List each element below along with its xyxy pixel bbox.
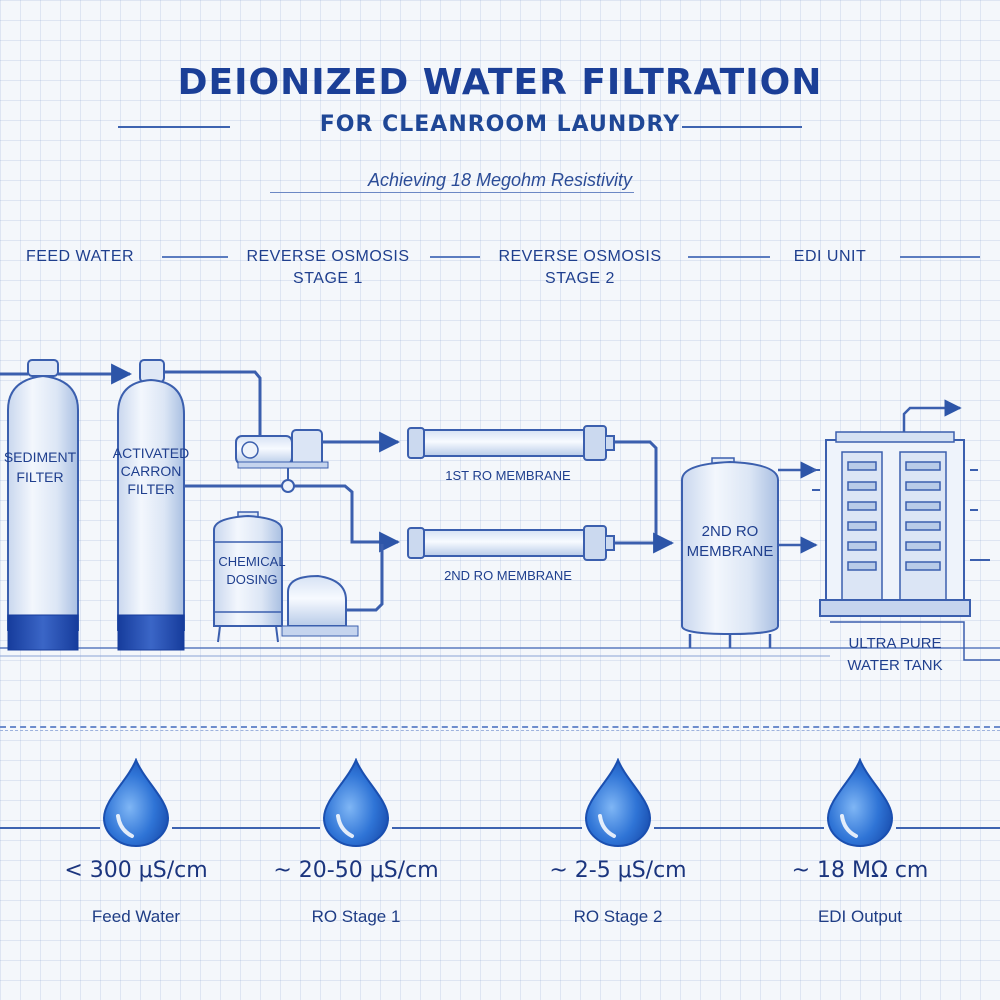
ro-membrane-1-label: 1ST RO MEMBRANE: [445, 468, 571, 483]
carbon-filter-label: FILTER: [127, 481, 174, 497]
stage-header-ro-1: REVERSE OSMOSIS STAGE 1: [228, 246, 428, 290]
ro-membrane-1: 1ST RO MEMBRANE: [407, 425, 615, 483]
stage-header-line1: EDI UNIT: [793, 248, 867, 265]
stage-header-line1: REVERSE OSMOSIS: [498, 248, 662, 265]
stage-header-line2: STAGE 1: [293, 270, 363, 287]
diagram-tagline: Achieving 18 Megohm Resistivity: [367, 170, 633, 190]
chemical-dosing-label: DOSING: [226, 572, 277, 587]
reading-label-ro-stage-2: RO Stage 2: [573, 907, 663, 926]
subtitle-rule-left: [118, 126, 230, 128]
stage-header-line1: REVERSE OSMOSIS: [246, 248, 410, 265]
chemical-dosing-label: CHEMICAL: [218, 554, 285, 569]
dosing-pump: [281, 574, 359, 637]
carbon-filter: ACTIVATED CARRON FILTER: [113, 359, 190, 651]
ro-membrane-2: 2ND RO MEMBRANE: [407, 525, 615, 583]
drop-connector-2: [172, 827, 320, 829]
pipe-dosing-up: [346, 544, 384, 612]
stage-header-edi: EDI UNIT: [770, 246, 890, 268]
stage-connector-2: [430, 256, 480, 258]
section-divider-secondary: [0, 730, 1000, 731]
ro-tank-label: MEMBRANE: [687, 543, 774, 560]
pipe-edi-outlet: [902, 399, 962, 432]
stage-header-ro-2: REVERSE OSMOSIS STAGE 2: [480, 246, 680, 290]
water-drop-icon: [826, 758, 894, 847]
ro-membrane-2-label: 2ND RO MEMBRANE: [444, 568, 572, 583]
reading-ro-stage-1: ~ 20-50 μS/cm: [273, 858, 439, 883]
pipe-carbon-to-pump: [160, 370, 262, 438]
stage-connector-1: [162, 256, 228, 258]
diagram-title: DEIONIZED WATER FILTRATION: [177, 62, 823, 103]
sediment-filter-label: SEDIMENT: [4, 449, 77, 465]
reading-feed-water: < 300 μS/cm: [64, 858, 208, 883]
drop-connector-1: [0, 827, 100, 829]
chemical-dosing-tank: CHEMICAL DOSING: [213, 511, 286, 643]
drop-connector-5: [896, 827, 1000, 829]
carbon-filter-label: ACTIVATED: [113, 445, 190, 461]
valve: [281, 479, 295, 493]
upw-tank-label: WATER TANK: [847, 657, 942, 674]
reading-label-feed-water: Feed Water: [91, 907, 181, 926]
stage-header-line1: FEED WATER: [25, 248, 135, 265]
ro-product-tank: 2ND RO MEMBRANE: [681, 457, 779, 648]
drop-connector-4: [654, 827, 824, 829]
section-divider: [0, 726, 1000, 728]
water-drop-icon: [584, 758, 652, 847]
sediment-filter-label: FILTER: [16, 469, 63, 485]
reading-edi-output: ~ 18 MΩ cm: [791, 858, 929, 883]
pipe-ro1-to-tank: [614, 440, 658, 538]
reading-label-edi-output: EDI Output: [817, 907, 903, 926]
tagline-underline: [270, 192, 634, 193]
water-drop-icon: [322, 758, 390, 847]
diagram-subtitle: FOR CLEANROOM LAUNDRY: [319, 112, 681, 137]
drop-connector-3: [392, 827, 582, 829]
upw-tank-label: ULTRA PURE: [848, 635, 941, 652]
reading-label-ro-stage-1: RO Stage 1: [311, 907, 401, 926]
booster-pump: [235, 429, 329, 469]
stage-header-line2: STAGE 2: [545, 270, 615, 287]
stage-header-feed-water: FEED WATER: [0, 246, 160, 268]
process-diagram: SEDIMENT FILTER ACTIVATED CARRON FILTER …: [0, 359, 1000, 674]
reading-ro-stage-2: ~ 2-5 μS/cm: [549, 858, 687, 883]
subtitle-rule-right: [682, 126, 802, 128]
sediment-filter: SEDIMENT FILTER: [4, 359, 79, 651]
edi-unit: [812, 431, 990, 617]
carbon-filter-label: CARRON: [121, 463, 182, 479]
water-drop-icon: [102, 758, 170, 847]
ultra-pure-water-tank: ULTRA PURE WATER TANK: [830, 621, 1000, 674]
stage-connector-3: [688, 256, 770, 258]
ro-tank-label: 2ND RO: [702, 523, 759, 540]
stage-connector-4: [900, 256, 980, 258]
